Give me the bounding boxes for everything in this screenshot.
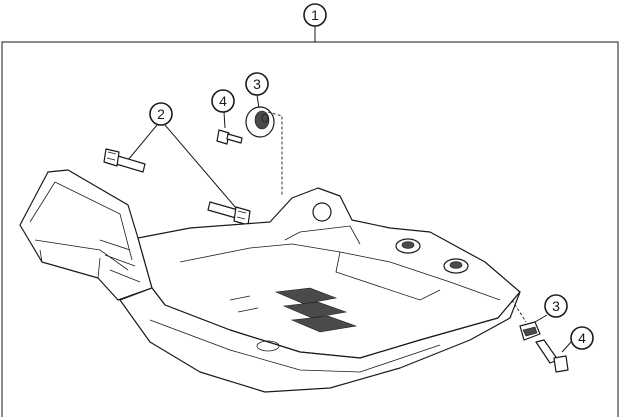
skid-plate	[19, 169, 521, 393]
screw-long-lower[interactable]	[207, 201, 251, 226]
callout-3-top-label: 3	[253, 76, 261, 92]
callout-3-right[interactable]: 3	[544, 294, 568, 318]
callout-2[interactable]: 2	[149, 102, 173, 126]
screw-short-right[interactable]	[535, 339, 569, 373]
callout-3-top[interactable]: 3	[245, 72, 269, 96]
screw-short-top[interactable]	[216, 129, 243, 145]
callout-1[interactable]: 1	[303, 3, 327, 27]
callout-4-top-label: 4	[219, 93, 227, 109]
callout-4-right[interactable]: 4	[570, 326, 594, 350]
callout-3-right-label: 3	[552, 298, 560, 314]
assembly-frame	[1, 41, 619, 417]
callout-2-label: 2	[157, 106, 165, 122]
callout-4-top[interactable]: 4	[211, 89, 235, 113]
callout-4-right-label: 4	[578, 330, 586, 346]
screw-long-upper[interactable]	[103, 148, 146, 173]
callout-1-label: 1	[311, 7, 319, 23]
rubber-bushing-top[interactable]	[245, 106, 275, 138]
rubber-bushing-right[interactable]	[519, 321, 541, 341]
